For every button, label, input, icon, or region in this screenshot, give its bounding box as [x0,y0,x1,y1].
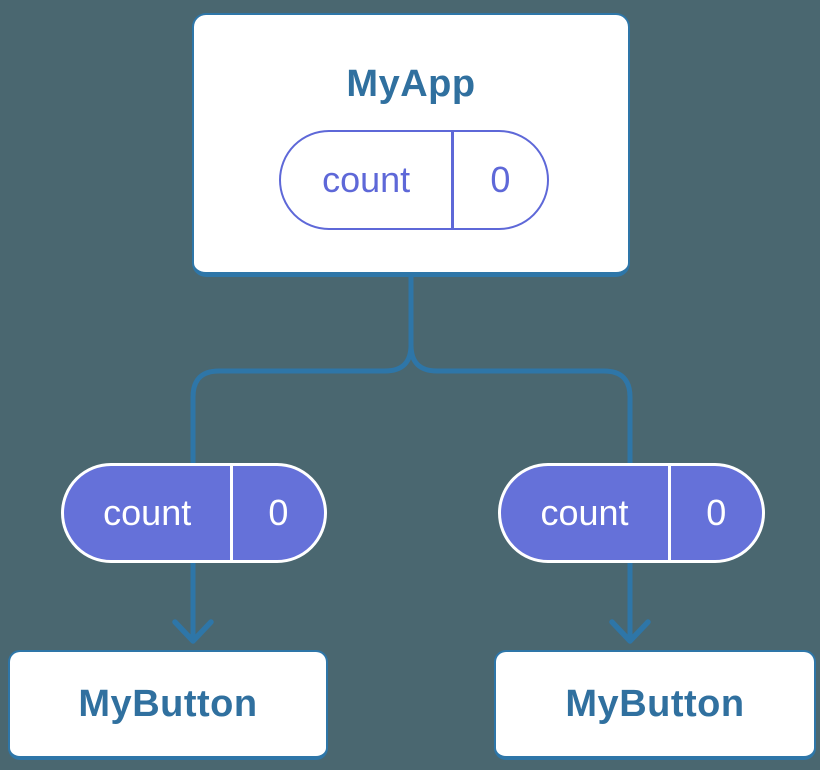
arrow-down-icon [609,619,651,644]
prop-name: count [103,492,192,533]
arrow-down-icon [172,619,214,644]
connector-left-branch [190,271,414,640]
state-value: 0 [490,159,511,200]
prop-name: count [540,492,629,533]
pill-divider [668,466,671,560]
state-pill-myapp: count 0 [279,130,549,230]
component-node-myapp: MyApp count 0 [192,13,630,277]
component-node-mybutton-2: MyButton [494,650,816,760]
prop-pill-right: count 0 [498,463,765,563]
prop-pill-left: count 0 [61,463,327,563]
node-title: MyButton [565,682,745,725]
pill-divider [451,132,454,228]
pill-divider [230,466,233,560]
prop-value: 0 [268,492,289,533]
node-title: MyApp [346,63,476,105]
node-title: MyButton [78,682,258,725]
connector-right-branch [408,271,633,640]
state-name: count [322,159,411,200]
component-node-mybutton-1: MyButton [8,650,328,760]
prop-value: 0 [706,492,727,533]
